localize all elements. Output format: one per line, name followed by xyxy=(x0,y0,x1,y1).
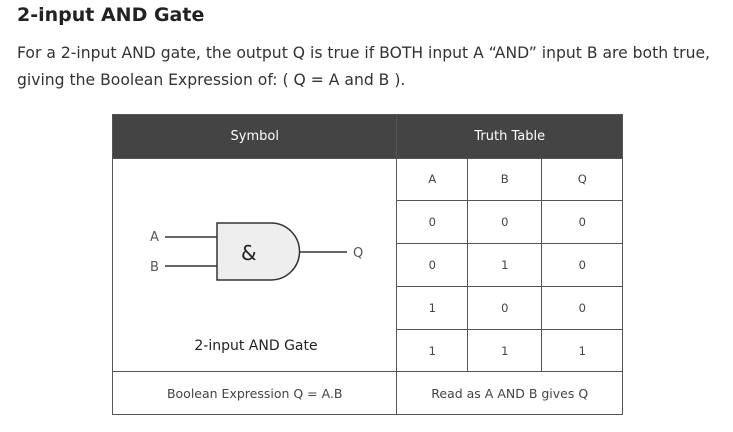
column-header-a: A xyxy=(397,158,469,201)
gate-info-table: Symbol Truth Table A B Q & 2-input AND G… xyxy=(111,114,623,415)
table-row: 0 1 0 xyxy=(397,243,622,287)
boolean-expression-footer: Boolean Expression Q = A.B xyxy=(111,371,398,415)
table-row: 0 0 0 xyxy=(397,200,622,244)
description-line-2: giving the Boolean Expression of: ( Q = … xyxy=(17,71,406,89)
page-heading: 2-input AND Gate xyxy=(17,4,205,26)
column-header-q: Q xyxy=(541,158,622,201)
cell-q: 1 xyxy=(541,329,622,372)
truth-table-cell: A B Q 0 0 0 0 1 0 1 0 0 xyxy=(396,158,623,372)
cell-b: 0 xyxy=(467,286,543,330)
cell-q: 0 xyxy=(541,286,622,330)
column-header-b: B xyxy=(467,158,543,201)
cell-b: 0 xyxy=(467,200,543,244)
description-paragraph: For a 2-input AND gate, the output Q is … xyxy=(17,40,722,94)
gate-caption: 2-input AND Gate xyxy=(194,338,317,354)
table-row: 1 1 1 xyxy=(397,329,622,372)
and-symbol-glyph: & xyxy=(241,241,257,265)
cell-a: 1 xyxy=(397,286,469,330)
cell-a: 1 xyxy=(397,329,469,372)
output-q-label: Q xyxy=(353,246,363,261)
symbol-cell: A B Q & 2-input AND Gate xyxy=(111,158,398,372)
and-gate-diagram: A B Q & 2-input AND Gate xyxy=(150,222,363,354)
input-a-label: A xyxy=(150,230,159,245)
cell-q: 0 xyxy=(541,200,622,244)
table-row: 1 0 0 xyxy=(397,286,622,330)
input-b-label: B xyxy=(150,260,159,275)
cell-a: 0 xyxy=(397,200,469,244)
and-gate-body xyxy=(216,222,301,281)
cell-a: 0 xyxy=(397,243,469,287)
cell-b: 1 xyxy=(467,243,543,287)
symbol-header: Symbol xyxy=(111,114,398,159)
truth-table-header: Truth Table xyxy=(396,114,623,159)
truth-table: A B Q 0 0 0 0 1 0 1 0 0 xyxy=(397,158,622,372)
read-as-footer: Read as A AND B gives Q xyxy=(396,371,623,415)
cell-q: 0 xyxy=(541,243,622,287)
cell-b: 1 xyxy=(467,329,543,372)
truth-table-header-row: A B Q xyxy=(397,158,622,201)
description-line-1: For a 2-input AND gate, the output Q is … xyxy=(17,44,711,62)
